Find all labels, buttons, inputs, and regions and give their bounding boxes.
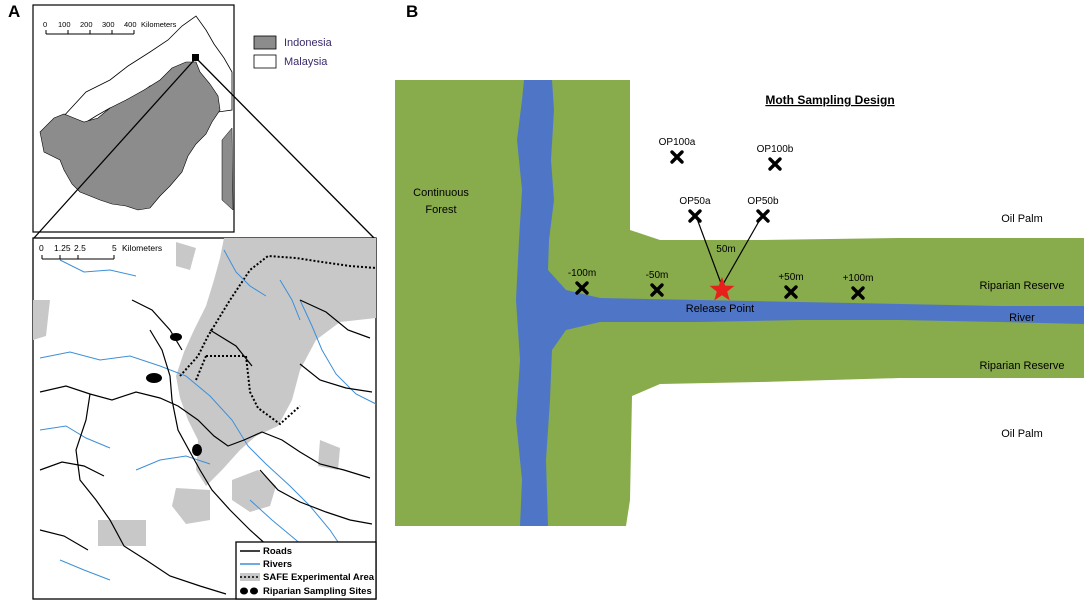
detail-scale-tick-2.5: 2.5 xyxy=(74,243,86,253)
release-point-label: Release Point xyxy=(686,303,755,315)
trap-marker-op50a xyxy=(688,209,702,223)
legend-label-malaysia: Malaysia xyxy=(284,56,328,68)
trap-label-50m: +50m xyxy=(778,272,803,283)
trap-label-op50b: OP50b xyxy=(747,196,779,207)
trap-marker-50m xyxy=(784,285,798,299)
trap-label-50m: -50m xyxy=(646,270,669,281)
overview-scale-tick-300: 300 xyxy=(102,20,115,29)
sampling-site-3 xyxy=(192,444,202,456)
diagram-title: Moth Sampling Design xyxy=(765,93,894,107)
trap-label-op100b: OP100b xyxy=(757,144,794,155)
detail-scale-tick-5: 5 xyxy=(112,243,117,253)
legend-symbol-sampling-sites xyxy=(240,587,248,595)
trap-marker-op100a xyxy=(670,150,684,164)
region-label-oil-palm-top: Oil Palm xyxy=(1001,213,1043,225)
grey-area-south xyxy=(232,470,276,512)
safe-boundary xyxy=(179,254,377,426)
zoom-connector-left xyxy=(33,57,197,239)
trap-marker-100m xyxy=(575,281,589,295)
grey-area-west xyxy=(33,300,50,340)
overview-scale-tick-0: 0 xyxy=(43,20,47,29)
legend-label-sampling-sites: Riparian Sampling Sites xyxy=(263,586,372,597)
region-label-continuous-forest-line2: Forest xyxy=(425,204,456,216)
release-point-star xyxy=(709,277,735,301)
trap-label-op50a: OP50a xyxy=(679,196,711,207)
sampling-site-2 xyxy=(146,373,162,383)
panel-label-a: A xyxy=(8,2,21,21)
overview-scale-tick-400: 400 xyxy=(124,20,137,29)
detail-scale-tick-0: 0 xyxy=(39,243,44,253)
panel-label-b: B xyxy=(406,2,419,21)
overview-scale-tick-100: 100 xyxy=(58,20,71,29)
region-label-oil-palm-bottom: Oil Palm xyxy=(1001,428,1043,440)
trap-label-100m: -100m xyxy=(568,268,596,279)
detail-scale-tick-1.25: 1.25 xyxy=(54,243,71,253)
legend-label-rivers: Rivers xyxy=(263,559,292,570)
indonesia-landmass xyxy=(39,61,221,211)
trap-marker-100m xyxy=(851,286,865,300)
trap-label-op100a: OP100a xyxy=(659,137,696,148)
overview-scale-unit: Kilometers xyxy=(141,20,177,29)
trap-marker-50m xyxy=(650,283,664,297)
legend-swatch-indonesia xyxy=(253,35,277,50)
trap-marker-op50b xyxy=(756,209,770,223)
region-label-river: River xyxy=(1009,312,1035,324)
legend-label-indonesia: Indonesia xyxy=(284,37,333,49)
road-network xyxy=(39,299,373,595)
distance-label-50m: 50m xyxy=(716,244,735,255)
overview-scale-tick-200: 200 xyxy=(80,20,93,29)
trap-label-100m: +100m xyxy=(843,273,874,284)
legend-label-safe-area: SAFE Experimental Area xyxy=(263,572,375,583)
distance-line-op50b xyxy=(721,215,763,287)
overview-map: 0 100 200 300 400 Kilometers xyxy=(32,4,235,233)
river-area xyxy=(516,80,1084,526)
grey-area-east xyxy=(318,440,340,470)
detail-map: 0 1.25 2.5 5 Kilometers Roads Rivers SAF… xyxy=(32,237,377,600)
grey-area-southwest xyxy=(172,488,210,524)
region-label-riparian-reserve-bottom: Riparian Reserve xyxy=(980,360,1065,372)
legend-label-roads: Roads xyxy=(263,546,292,557)
overview-legend: Indonesia Malaysia xyxy=(253,35,333,69)
detail-scale-unit: Kilometers xyxy=(122,243,162,253)
indonesia-island-east xyxy=(221,127,234,211)
legend-swatch-malaysia xyxy=(253,54,277,69)
sampling-design-diagram: Moth Sampling Design Continuous Forest O… xyxy=(395,80,1084,526)
region-label-riparian-reserve-top: Riparian Reserve xyxy=(980,280,1065,292)
region-label-continuous-forest-line1: Continuous xyxy=(413,187,469,199)
grey-area-north xyxy=(176,242,196,270)
safe-experimental-area xyxy=(176,238,376,486)
sampling-site-1 xyxy=(170,333,182,341)
study-location-marker xyxy=(192,54,199,61)
distance-line-op50a xyxy=(695,215,723,287)
zoom-connector-right xyxy=(195,57,375,239)
river-network xyxy=(39,249,377,591)
trap-marker-op100b xyxy=(768,157,782,171)
detail-legend: Roads Rivers SAFE Experimental Area Ripa… xyxy=(235,541,377,600)
